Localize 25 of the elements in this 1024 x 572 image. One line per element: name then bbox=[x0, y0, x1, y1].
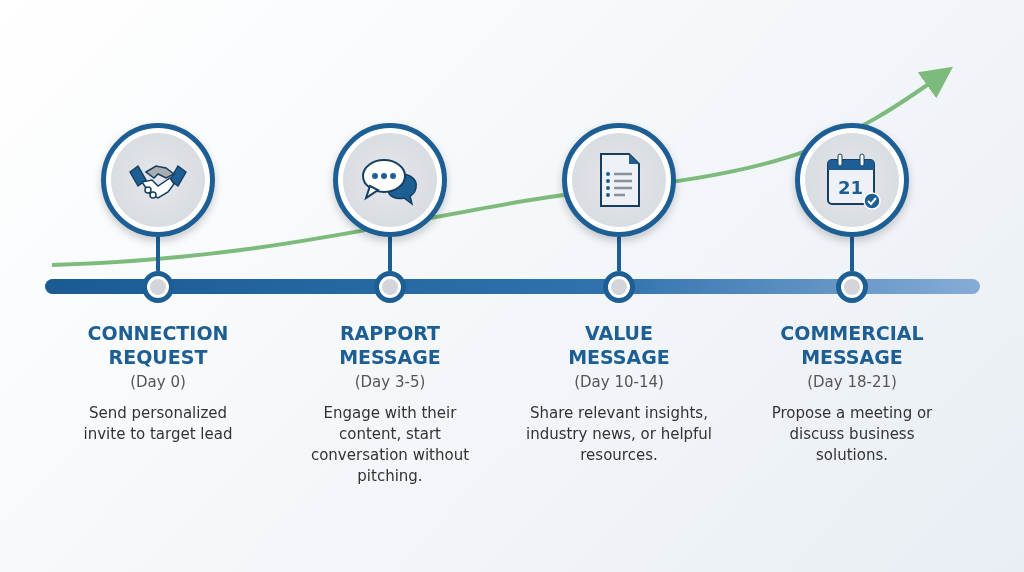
step-title: CONNECTION REQUEST bbox=[86, 321, 230, 369]
step-title: VALUE MESSAGE bbox=[567, 321, 671, 369]
step-day: (Day 3-5) bbox=[354, 371, 426, 393]
date-number: 21 bbox=[838, 178, 864, 198]
step-day: (Day 0) bbox=[130, 371, 186, 393]
step-description: Share relevant insights, industry news, or helpful resources. bbox=[524, 403, 714, 466]
timeline-dot bbox=[142, 271, 174, 303]
icon-circle bbox=[101, 123, 215, 237]
step-title: RAPPORT MESSAGE bbox=[338, 321, 442, 369]
step-title: COMMERCIAL MESSAGE bbox=[779, 321, 925, 369]
stem-line bbox=[617, 237, 621, 271]
timeline-dot bbox=[374, 271, 406, 303]
stem-line bbox=[850, 237, 854, 271]
step-description: Propose a meeting or discuss business solutions. bbox=[770, 403, 934, 466]
step-day: (Day 18-21) bbox=[807, 371, 897, 393]
timeline-dot bbox=[836, 271, 868, 303]
icon-circle bbox=[562, 123, 676, 237]
icon-circle bbox=[795, 123, 909, 237]
step-day: (Day 10-14) bbox=[574, 371, 664, 393]
stem-line bbox=[388, 237, 392, 271]
icon-circle bbox=[333, 123, 447, 237]
stem-line bbox=[156, 237, 160, 271]
timeline-dot bbox=[603, 271, 635, 303]
step-description: Engage with their content, start conversation without pitching. bbox=[309, 403, 471, 487]
step-description: Send personalized invite to target lead bbox=[82, 403, 234, 445]
